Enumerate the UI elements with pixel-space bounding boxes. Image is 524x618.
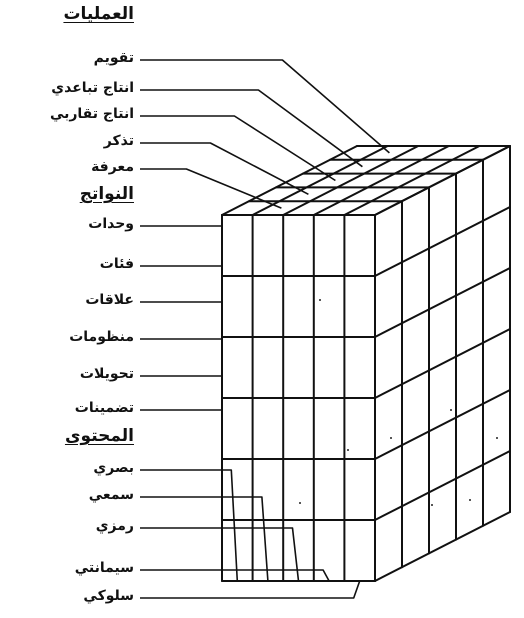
label-symbolic: رمزي <box>96 518 134 534</box>
heading-content: المحتوى <box>65 428 134 444</box>
scan-speck <box>299 502 301 504</box>
scan-speck <box>319 299 321 301</box>
label-behavioral: سلوكي <box>83 588 134 604</box>
side-face-hline <box>375 390 510 459</box>
leader-line-product <box>140 266 222 307</box>
label-semantic: سيمانتي <box>75 560 134 576</box>
scan-speck <box>496 437 498 439</box>
leader-line-operation <box>140 169 281 208</box>
label-systems: منظومات <box>69 329 134 345</box>
top-face-line <box>344 146 479 215</box>
top-face-line <box>222 146 357 215</box>
label-implications: تضمينات <box>75 400 134 416</box>
leader-line-content <box>140 570 329 581</box>
leader-line-content <box>140 581 360 598</box>
leader-line-product <box>140 410 222 551</box>
label-transformations: تحويلات <box>80 366 134 382</box>
side-face-hline <box>375 146 510 215</box>
heading-operations: العمليات <box>63 6 134 22</box>
heading-products: النواتج <box>80 186 134 202</box>
side-face-hline <box>375 207 510 276</box>
leader-line-content <box>140 497 268 581</box>
label-visual: بصري <box>93 460 134 476</box>
label-evaluation: تقويم <box>94 50 134 66</box>
leader-line-content <box>140 528 299 581</box>
leader-line-operation <box>140 60 389 153</box>
side-face-hline <box>375 451 510 520</box>
side-face-hline <box>375 512 510 581</box>
label-relations: علاقات <box>85 292 134 308</box>
leader-line-product <box>140 302 222 368</box>
label-convergent: انتاج تقاربي <box>50 106 134 122</box>
label-classes: فئات <box>100 256 134 272</box>
label-units: وحدات <box>88 216 134 232</box>
label-auditory: سمعي <box>89 487 134 503</box>
leader-line-product <box>140 226 222 246</box>
scan-speck <box>469 499 471 501</box>
side-face-hline <box>375 329 510 398</box>
label-memory: تذكر <box>104 133 134 149</box>
label-divergent: انتاج تباعدي <box>51 80 134 96</box>
scan-speck <box>347 449 349 451</box>
leader-line-product <box>140 339 222 429</box>
leader-line-product <box>140 376 222 490</box>
top-face-line <box>283 146 418 215</box>
label-cognition: معرفة <box>91 159 134 175</box>
scan-speck <box>390 437 392 439</box>
side-face-hline <box>375 268 510 337</box>
scan-speck <box>450 409 452 411</box>
scan-speck <box>431 504 433 506</box>
